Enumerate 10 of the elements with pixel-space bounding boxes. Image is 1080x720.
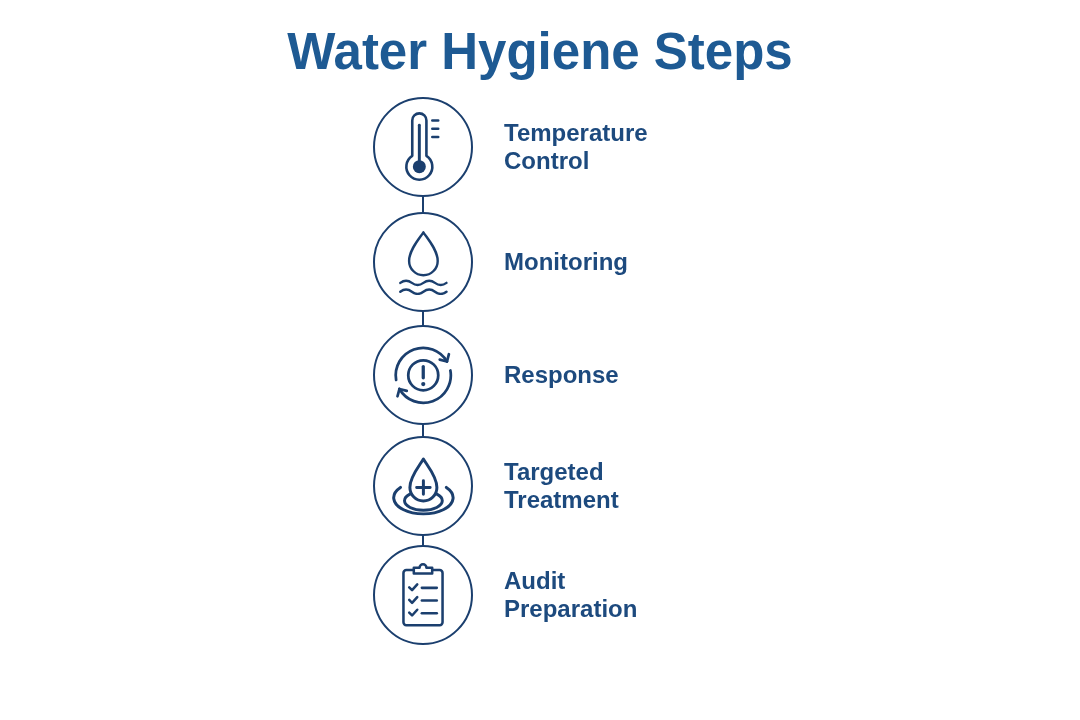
step-label: Targeted Treatment [504,458,620,514]
diagram-title: Water Hygiene Steps [287,22,793,82]
connector-line [422,424,424,437]
connector-line [422,196,424,213]
step-label: Temperature Control [504,119,649,175]
connector-line [422,311,424,326]
step-label: Monitoring [504,248,629,276]
step-label: Audit Preparation [504,567,639,623]
step-label: Response [504,361,620,389]
connector-line [422,535,424,546]
